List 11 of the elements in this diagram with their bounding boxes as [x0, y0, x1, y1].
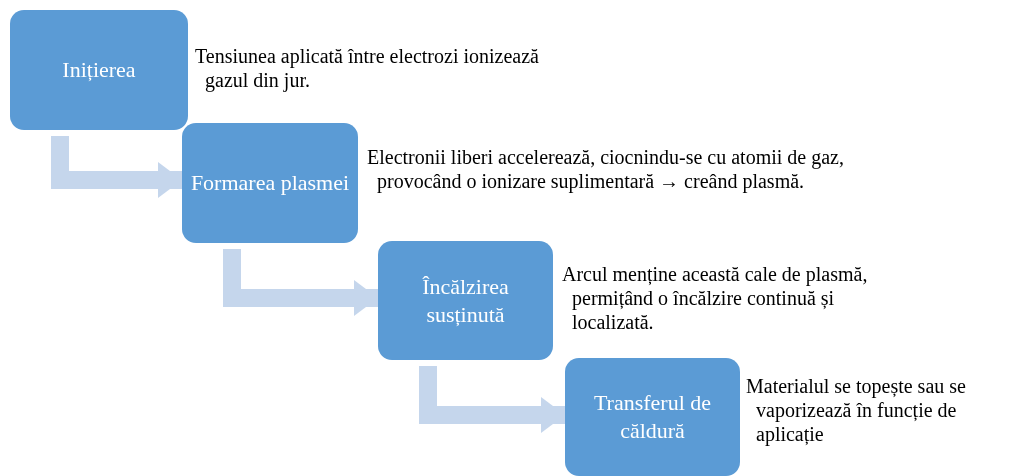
step-description: Materialul se topește sau se vaporizează în funcție de aplicație	[746, 374, 967, 446]
step-box: Încălzirea susținută	[378, 241, 553, 360]
bent-arrow	[51, 136, 182, 198]
step-description: Tensiunea aplicată între electrozi ionizează gazul din jur.	[195, 44, 540, 92]
step-box: Formarea plasmei	[182, 123, 358, 243]
step-box: Transferul de căldură	[565, 358, 740, 476]
step-box: Inițierea	[10, 10, 188, 130]
step-description: Arcul menține această cale de plasmă, permițând o încălzire continuă și localizată.	[562, 262, 869, 334]
step-description: Electronii liberi accelerează, ciocnindu-se cu atomii de gaz, provocând o ionizare suplimentară → creând plasmă.	[367, 145, 845, 193]
bent-arrow	[223, 249, 378, 316]
bent-arrow	[419, 366, 565, 433]
